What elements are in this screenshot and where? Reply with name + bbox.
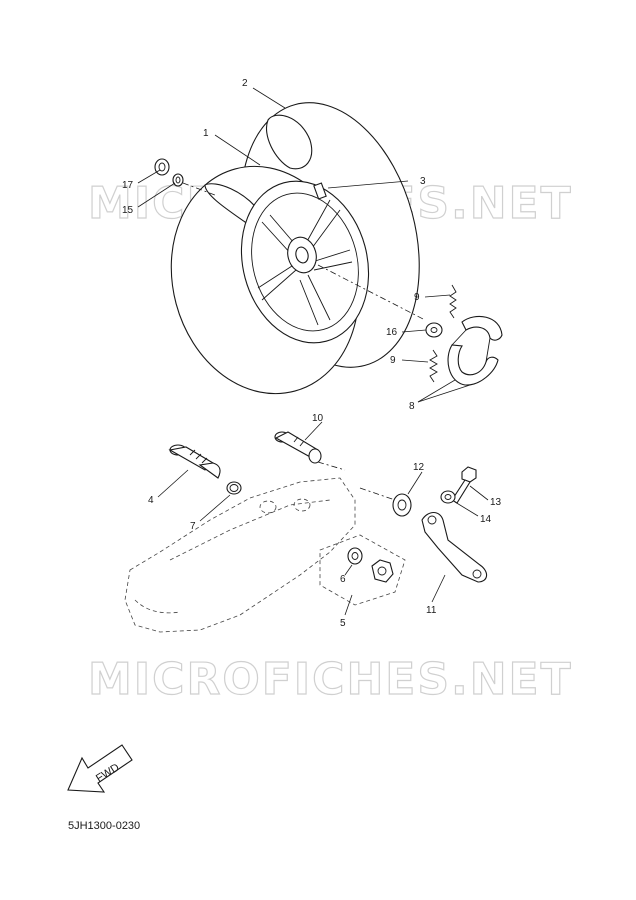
camshaft-10: [274, 431, 322, 464]
reference-code: 5JH1300-0230: [68, 820, 140, 832]
callout-8: 8: [409, 401, 415, 412]
callout-16: 16: [386, 327, 398, 338]
callout-10: 10: [312, 413, 324, 424]
bolt-13: [451, 466, 477, 504]
spring-9-lower: [429, 349, 438, 383]
callout-11: 11: [426, 605, 437, 616]
washer-12: [392, 493, 412, 517]
fwd-arrow-icon: FWD: [67, 744, 133, 793]
callout-12: 12: [413, 462, 425, 473]
callout-13: 13: [490, 497, 502, 508]
callout-4: 4: [148, 495, 154, 506]
callout-15: 15: [122, 205, 134, 216]
spring-9-upper: [449, 284, 457, 319]
rear-wheel-assembly: [170, 102, 420, 395]
washer-14: [440, 490, 456, 504]
nut-5: [371, 559, 394, 583]
camshaft-4: [168, 444, 221, 479]
o-ring-7: [226, 481, 242, 495]
callout-3: 3: [420, 176, 426, 187]
washer-16: [425, 322, 443, 338]
callout-5: 5: [340, 618, 346, 629]
crankcase-outline: [124, 477, 356, 633]
brake-shoes-8: [447, 315, 503, 386]
callout-9-upper: 9: [414, 292, 420, 303]
washer-6: [347, 547, 363, 565]
group-5: [319, 534, 406, 606]
callouts: 1 2 3 4 5 6 7 8 9 9 10 11 12 13 14 15 16…: [122, 78, 502, 629]
watermark-bottom: MICROFICHES.NET: [88, 654, 573, 705]
leader-lines: [137, 87, 489, 616]
brake-arm-11: [421, 511, 488, 583]
nut-17: [154, 158, 170, 176]
callout-7: 7: [190, 521, 196, 532]
washer-15: [172, 173, 184, 187]
callout-6: 6: [340, 574, 346, 585]
callout-9-lower: 9: [390, 355, 396, 366]
callout-17: 17: [122, 180, 134, 191]
callout-14: 14: [480, 514, 492, 525]
callout-1: 1: [203, 128, 209, 139]
callout-2: 2: [242, 78, 248, 89]
